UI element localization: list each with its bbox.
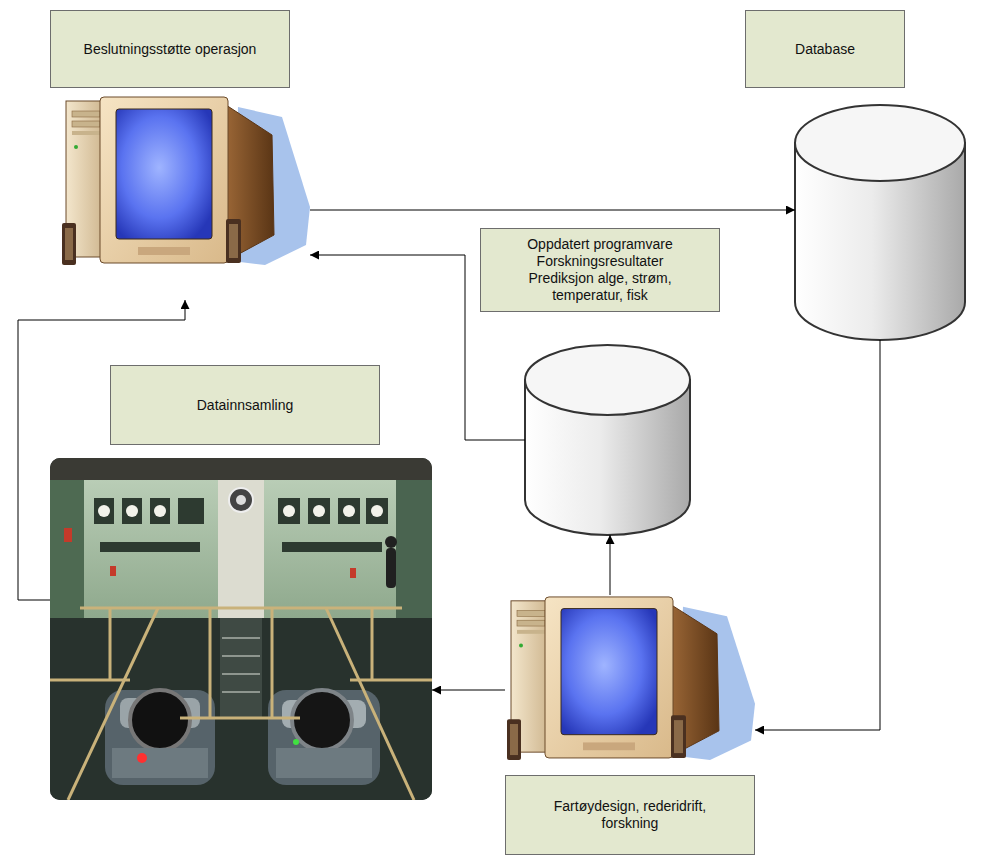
computer-node: Beslutningsstøtte operasjon [60, 95, 310, 300]
node-text: Oppdatert programvare [527, 236, 673, 253]
database-node: Oppdatert programvareForskningsresultate… [525, 345, 690, 535]
node-text: Beslutningsstøtte operasjon [84, 41, 257, 58]
arrow-connector [755, 340, 880, 730]
database-cylinder [795, 105, 965, 340]
label-box: Oppdatert programvareForskningsresultate… [480, 228, 720, 312]
label-box: Datainnsamling [110, 365, 380, 445]
label-box: Fartøydesign, rederidrift, forskning [505, 775, 755, 855]
engine-room-photo [50, 458, 432, 800]
photo-node: Datainnsamling [50, 458, 432, 800]
node-text: Forskningsresultater [537, 253, 664, 270]
arrow-connector [610, 535, 611, 595]
arrow-connector [432, 690, 505, 691]
node-text: Datainnsamling [197, 397, 294, 414]
database-cylinder [525, 345, 690, 535]
node-text: Database [795, 41, 855, 58]
arrow-connector [310, 210, 795, 211]
computer-node: Fartøydesign, rederidrift, forskning [505, 595, 755, 765]
arrow-connector [18, 300, 185, 600]
computer-icon [62, 97, 310, 265]
node-text: Prediksjon alge, strøm, temperatur, fisk [493, 270, 707, 304]
label-box: Beslutningsstøtte operasjon [50, 10, 290, 88]
node-text: Fartøydesign, rederidrift, forskning [526, 798, 734, 832]
computer-icon [507, 597, 755, 760]
database-node: Database [795, 105, 965, 340]
label-box: Database [745, 10, 905, 88]
